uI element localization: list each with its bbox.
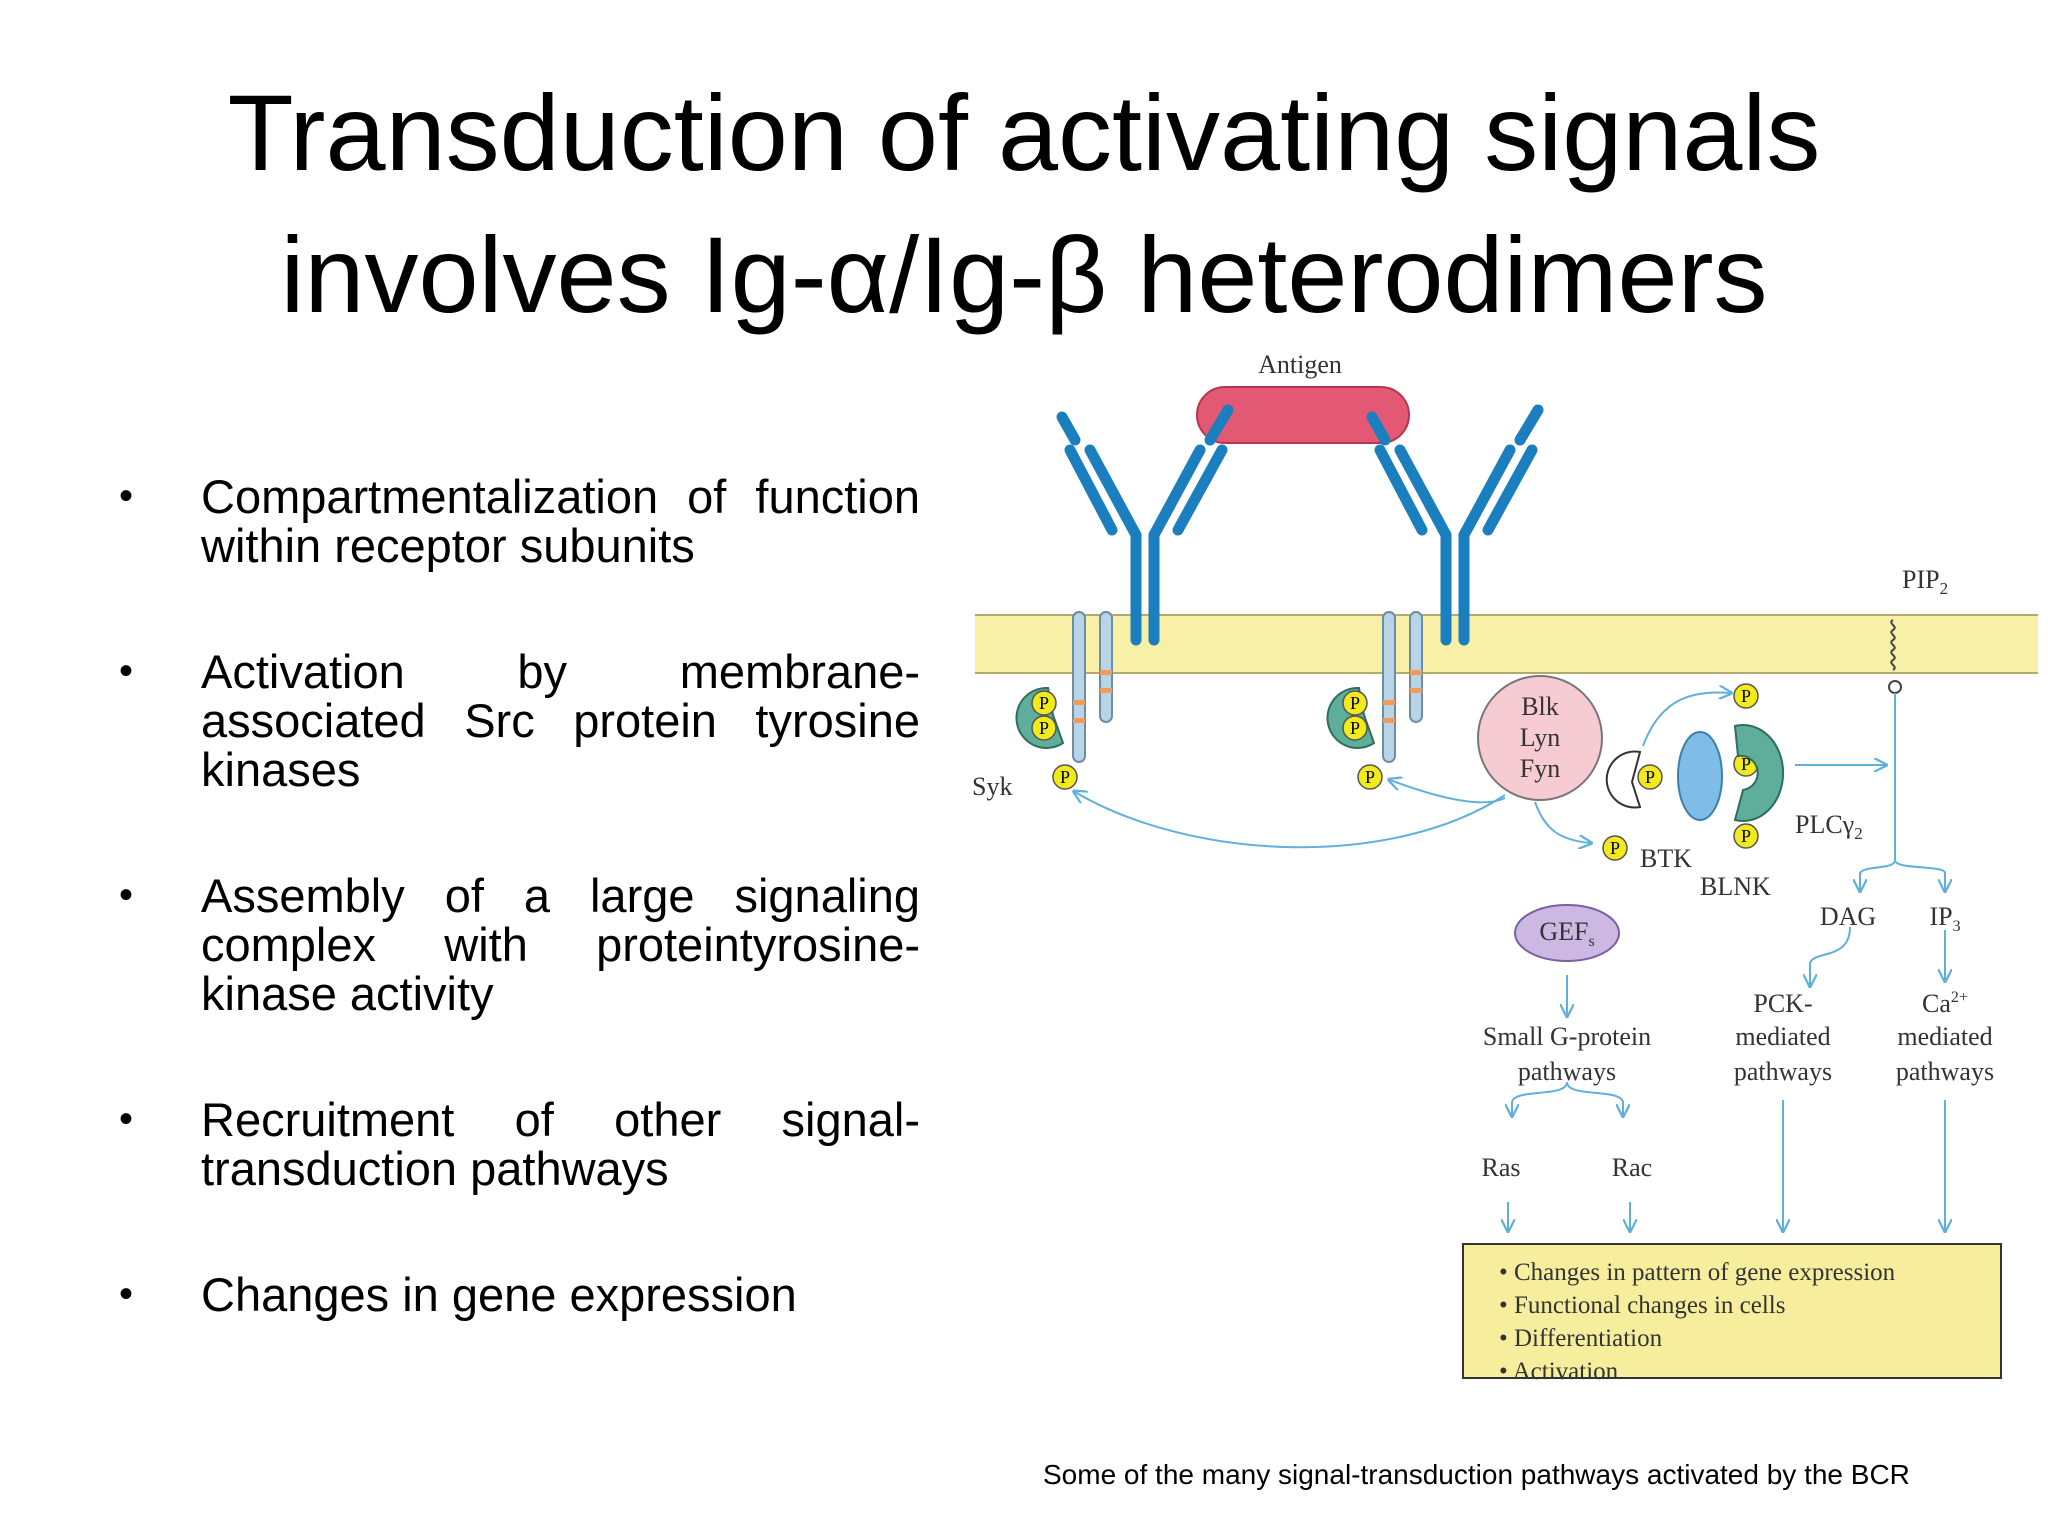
outcome-item: • Differentiation [1499, 1325, 1663, 1352]
blnk-shape [1677, 731, 1723, 821]
plc-label: PLCγ2 [1795, 810, 1863, 843]
phospho-label: P [1039, 693, 1049, 713]
pip2-label: PIP2 [1902, 565, 1948, 598]
bullet-dot-icon: • [119, 1097, 134, 1141]
small-g-label-2: pathways [1518, 1057, 1616, 1086]
pathway-arrows [1075, 693, 1945, 1230]
bullet-item: • Compartmentalization of function within… [115, 472, 920, 570]
bcr-signaling-diagram: Antigen [972, 350, 2038, 1385]
syk-label: Syk [972, 772, 1012, 801]
bullet-text: Changes in gene expression [201, 1268, 797, 1321]
outcome-item: • Changes in pattern of gene expression [1499, 1259, 1896, 1286]
bullet-dot-icon: • [119, 649, 134, 693]
btk-shape [1605, 750, 1642, 809]
kinase-label-blk: Blk [1521, 692, 1559, 721]
bcr-left-icon [1056, 404, 1234, 646]
src-kinases-shape [1477, 675, 1603, 801]
bullet-dot-icon: • [119, 474, 134, 518]
phospho-label: P [1741, 826, 1751, 846]
bullet-item: • Changes in gene expression [115, 1270, 920, 1319]
outcome-item: • Functional changes in cells [1499, 1292, 1785, 1319]
title-line-2: involves Ig-α/Ig-β heterodimers [280, 214, 1768, 335]
phospho-label: P [1741, 686, 1751, 706]
gef-shape [1514, 904, 1620, 962]
bullet-text: Recruitment of other signal-transduction… [201, 1093, 920, 1195]
ca-label-2: mediated [1897, 1022, 1992, 1051]
bullet-item: • Recruitment of other signal-transductio… [115, 1095, 920, 1193]
outcome-box [1462, 1243, 2002, 1379]
kinase-label-lyn: Lyn [1520, 723, 1560, 752]
pck-label-1: PCK- [1753, 989, 1812, 1018]
ca-label-3: pathways [1896, 1057, 1994, 1086]
rac-label: Rac [1612, 1153, 1652, 1182]
bcr-right-icon [1366, 404, 1544, 646]
antigen-label: Antigen [1258, 350, 1342, 379]
outcome-item: • Activation [1499, 1358, 1619, 1385]
bullet-item: • Assembly of a large signaling complex w… [115, 871, 920, 1018]
gef-label: GEFs [1539, 917, 1594, 950]
bullet-text: Compartmentalization of function within … [201, 470, 920, 572]
title-line-1: Transduction of activating signals [227, 72, 1821, 193]
bullet-text: Assembly of a large signaling complex wi… [201, 869, 920, 1020]
phospho-label: P [1610, 838, 1620, 858]
phospho-label: P [1039, 718, 1049, 738]
bullet-list: • Compartmentalization of function within… [115, 472, 920, 1396]
dag-label: DAG [1820, 902, 1876, 931]
bullet-text: Activation by membrane-associated Src pr… [201, 645, 920, 796]
phospho-label: P [1350, 693, 1360, 713]
pck-label-3: pathways [1734, 1057, 1832, 1086]
figure-caption: Some of the many signal-transduction pat… [1043, 1459, 1910, 1490]
ca-label-1: Ca2+ [1922, 989, 1968, 1018]
phospho-label: P [1741, 754, 1751, 774]
blnk-label: BLNK [1700, 872, 1771, 901]
slide-title: Transduction of activating signals invol… [60, 62, 1988, 346]
btk-label: BTK [1640, 844, 1692, 873]
pck-label-2: mediated [1735, 1022, 1830, 1051]
antigen-shape [1196, 386, 1410, 444]
ig-alpha-beta-right-icon [1382, 611, 1423, 763]
bullet-item: • Activation by membrane-associated Src p… [115, 647, 920, 794]
phospho-group: P P P P P P P P P P P [1031, 683, 1759, 861]
bullet-dot-icon: • [119, 873, 134, 917]
small-g-label-1: Small G-protein [1483, 1022, 1651, 1051]
ras-label: Ras [1482, 1153, 1521, 1182]
kinase-label-fyn: Fyn [1520, 754, 1560, 783]
ip3-label: IP3 [1929, 902, 1960, 935]
phospho-label: P [1645, 767, 1655, 787]
ig-alpha-beta-left-icon [1072, 611, 1113, 763]
phospho-label: P [1060, 767, 1070, 787]
plc-shape [1733, 724, 1785, 822]
phospho-label: P [1350, 718, 1360, 738]
bullet-dot-icon: • [119, 1272, 134, 1316]
phospho-label: P [1365, 767, 1375, 787]
